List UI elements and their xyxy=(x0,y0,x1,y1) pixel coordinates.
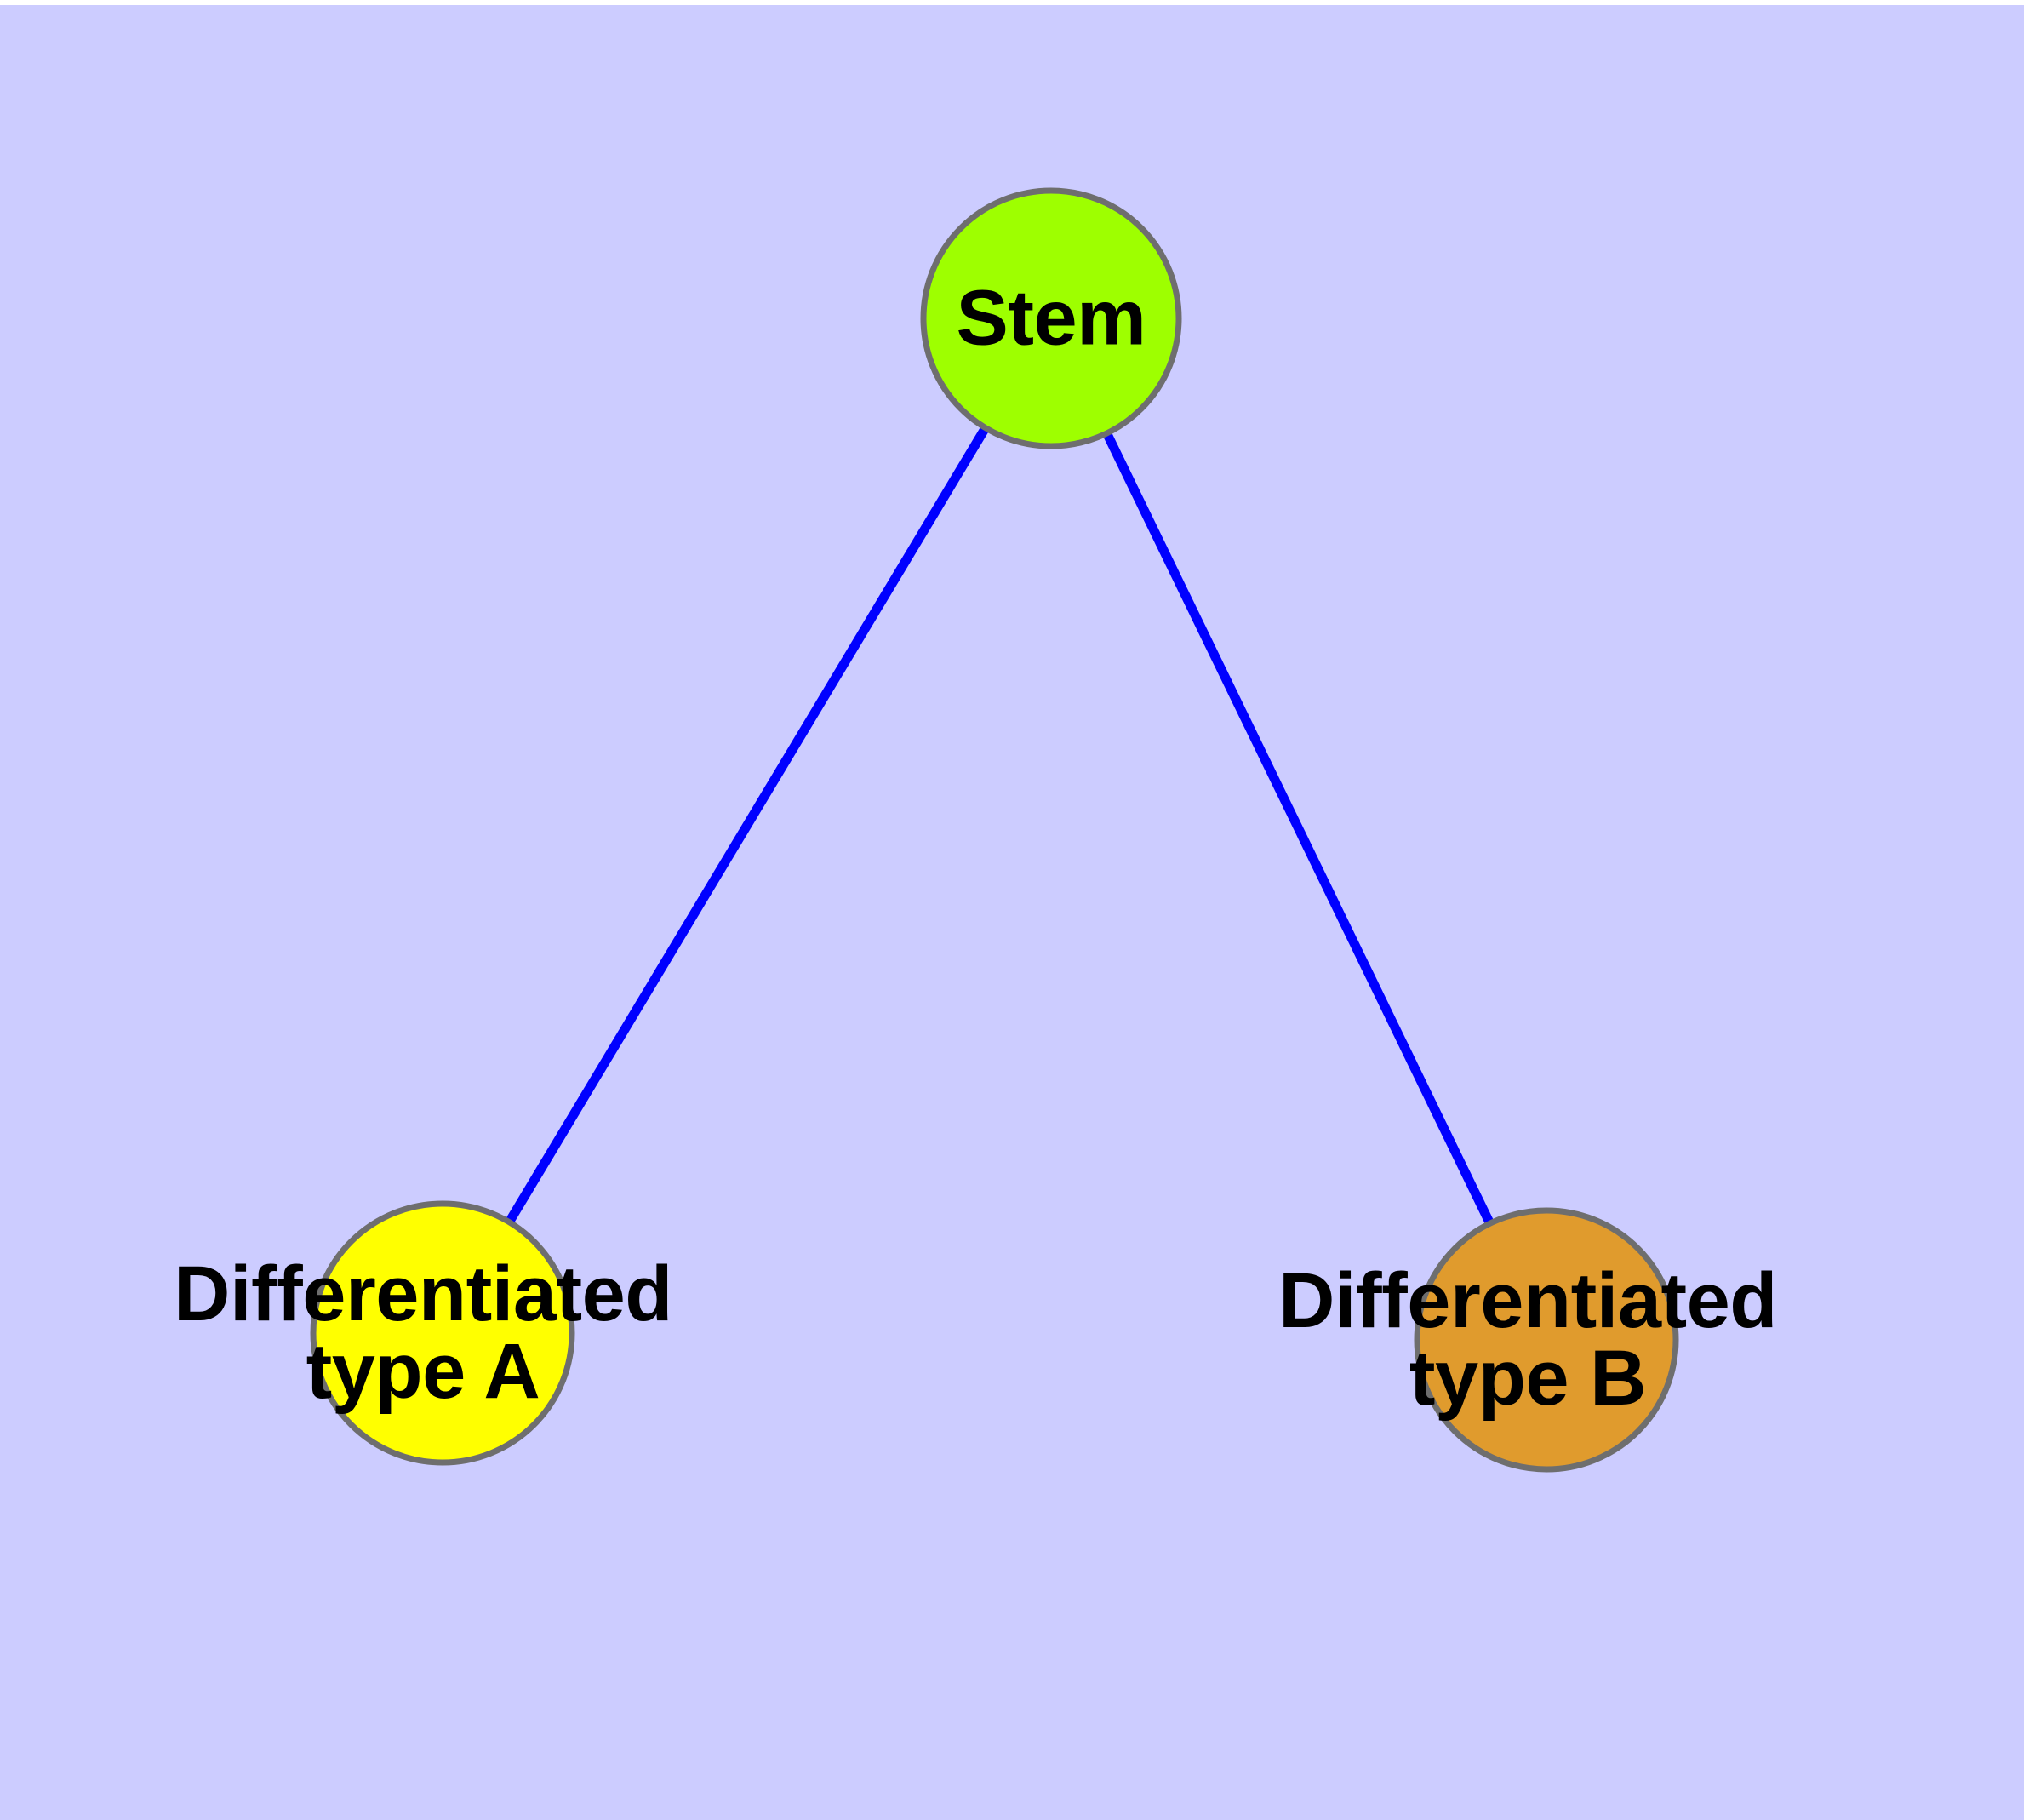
node-stem[interactable] xyxy=(920,187,1182,449)
edge-stem-to-differentiated-type-b[interactable] xyxy=(1047,316,1551,1342)
edge-stem-to-differentiated-type-a[interactable] xyxy=(438,316,1055,1336)
node-layer xyxy=(310,187,1679,1473)
node-differentiated-type-a[interactable] xyxy=(310,1200,575,1466)
node-differentiated-type-b[interactable] xyxy=(1414,1207,1679,1473)
edge-layer xyxy=(438,316,1551,1342)
